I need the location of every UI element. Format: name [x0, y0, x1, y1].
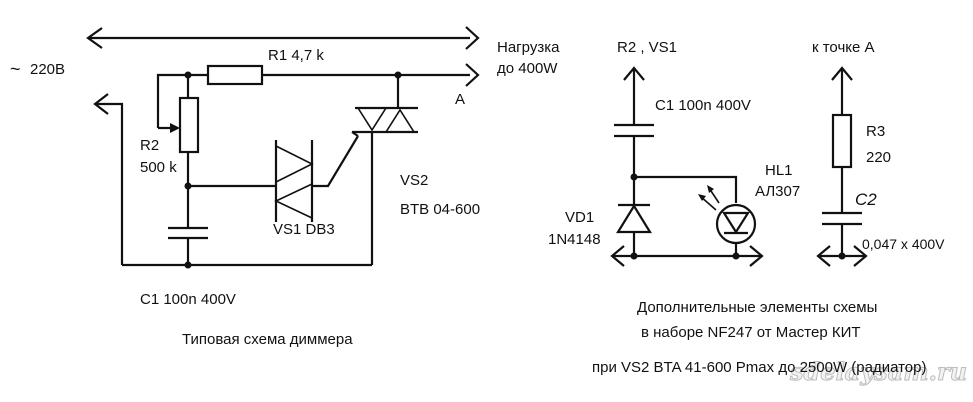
vd1-label: VD1 [565, 209, 594, 226]
load-label: Нагрузка [497, 39, 560, 56]
point-a-label: A [455, 91, 465, 108]
mains-bottom-line [95, 102, 124, 265]
hl1-label: HL1 [765, 162, 793, 179]
vs1-triangle-left [274, 183, 313, 219]
mains-bottom-arrow [93, 93, 109, 115]
extra2-junction-bottom [838, 252, 846, 260]
r3-label: R3 [866, 123, 885, 140]
vs2-gate [351, 131, 359, 137]
hl1-led-body [715, 203, 757, 245]
r1-label: R1 4,7 k [268, 47, 324, 64]
vs2-label: VS2 [400, 172, 428, 189]
hl1-lead-top [634, 175, 738, 203]
r2-potentiometer [178, 96, 200, 154]
extra1-bottom-arrow-left [610, 245, 625, 267]
mains-top-arrow-right [465, 26, 480, 50]
vs1-label: VS1 DB3 [273, 221, 335, 238]
extra2-top-arrow [831, 66, 853, 81]
vd1-diode [616, 203, 652, 234]
extra1-top-arrow [623, 66, 645, 81]
r2-wiper-loop-top [156, 73, 188, 112]
note-line-1: Дополнительные элементы схемы [637, 299, 877, 316]
r3-resistor [831, 113, 853, 169]
supply-label: 220В [30, 61, 65, 78]
note-line-3: при VS2 BTA 41-600 Pmax до 2500W (радиат… [592, 359, 926, 376]
hl1-ray-1-head [698, 194, 706, 201]
notes: Дополнительные элементы схемы в наборе N… [592, 299, 926, 376]
vs1-to-gate [312, 135, 359, 188]
extra-circuit-led: R2 , VS1 C1 100n 400V VD1 1N4148 HL1 АЛ3… [548, 39, 800, 267]
extra1-bottom-arrow-right [749, 245, 764, 267]
c2-label: C2 [855, 190, 877, 209]
r2-value: 500 k [140, 159, 177, 176]
supply-symbol: ~ [10, 59, 21, 79]
load-rating: до 400W [497, 60, 558, 77]
watermark: sdelaysam.ru [789, 357, 967, 386]
extra1-top-label: R2 , VS1 [617, 39, 677, 56]
extra1-junction-bottom-left [630, 252, 638, 260]
hl1-value: АЛ307 [755, 183, 800, 200]
hl1-ray-2-head [707, 185, 714, 193]
main-circuit: ~ 220В R1 4,7 k R2 500 k VS1 DB3 [10, 26, 560, 348]
c1-label: C1 100n 400V [140, 291, 236, 308]
extra2-bottom-arrow-left [816, 245, 831, 267]
r3-value: 220 [866, 149, 891, 166]
vs2-value: BTB 04-600 [400, 201, 480, 218]
vs2-triangle-down [357, 107, 387, 132]
vs1-triangle-right [275, 145, 314, 183]
vd1-value: 1N4148 [548, 231, 601, 248]
main-caption: Типовая схема диммера [182, 331, 353, 348]
note-line-2: в наборе NF247 от Мастер КИТ [641, 324, 861, 341]
c2-value: 0,047 x 400V [862, 236, 945, 252]
extra1-junction-bottom-right [732, 252, 740, 260]
r2-label: R2 [140, 137, 159, 154]
hl1-led-triangle [722, 211, 750, 235]
r1-resistor [206, 64, 264, 86]
mains-top-arrow-left [86, 27, 103, 49]
r2-wiper-arrow [170, 123, 180, 133]
extra-circuit-snubber: к точке A R3 220 C2 0,047 x 400V [812, 39, 945, 267]
extra1-c1-label: C1 100n 400V [655, 97, 751, 114]
vs2-triangle-up [385, 108, 415, 133]
point-a-arrow [465, 63, 480, 87]
extra2-top-label: к точке A [812, 39, 875, 56]
extra2-bottom-arrow-right [853, 245, 868, 267]
